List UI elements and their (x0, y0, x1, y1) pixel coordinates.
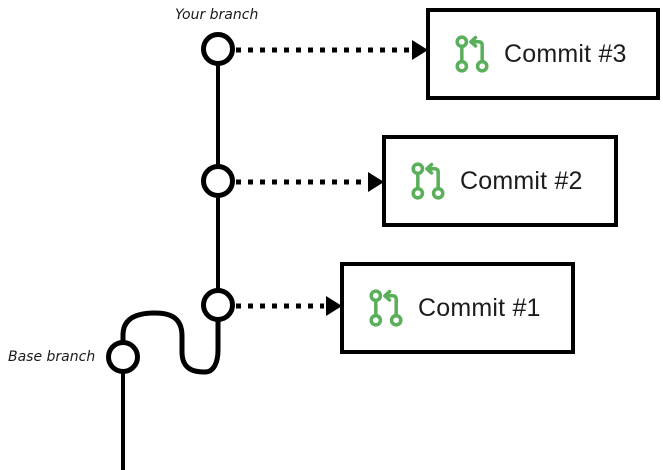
your-branch-label: Your branch (175, 7, 259, 23)
connector-commit-2-arrowhead (368, 172, 384, 192)
connector-commit-1 (236, 296, 342, 316)
git-pull-request-icon (369, 289, 403, 327)
base-branch-merge-curve (120, 310, 221, 375)
commit-card-1-label: Commit #1 (418, 293, 541, 322)
commit-node-3[interactable] (201, 32, 235, 66)
commit-card-3[interactable]: Commit #3 (426, 8, 660, 100)
commit-node-1[interactable] (201, 288, 235, 322)
base-branch-node[interactable] (106, 340, 140, 374)
commit-card-2-label: Commit #2 (460, 166, 583, 195)
connector-commit-2 (236, 172, 384, 192)
git-pull-request-icon (455, 35, 489, 73)
commit-node-2[interactable] (201, 164, 235, 198)
base-branch-label: Base branch (8, 349, 96, 365)
commit-card-2[interactable]: Commit #2 (382, 135, 618, 227)
connector-commit-1-arrowhead (326, 296, 342, 316)
connector-commit-3-arrowhead (412, 40, 428, 60)
commit-card-1[interactable]: Commit #1 (340, 262, 575, 354)
commit-card-3-label: Commit #3 (504, 39, 627, 68)
connector-commit-3 (236, 40, 428, 60)
git-pull-request-icon (411, 162, 445, 200)
